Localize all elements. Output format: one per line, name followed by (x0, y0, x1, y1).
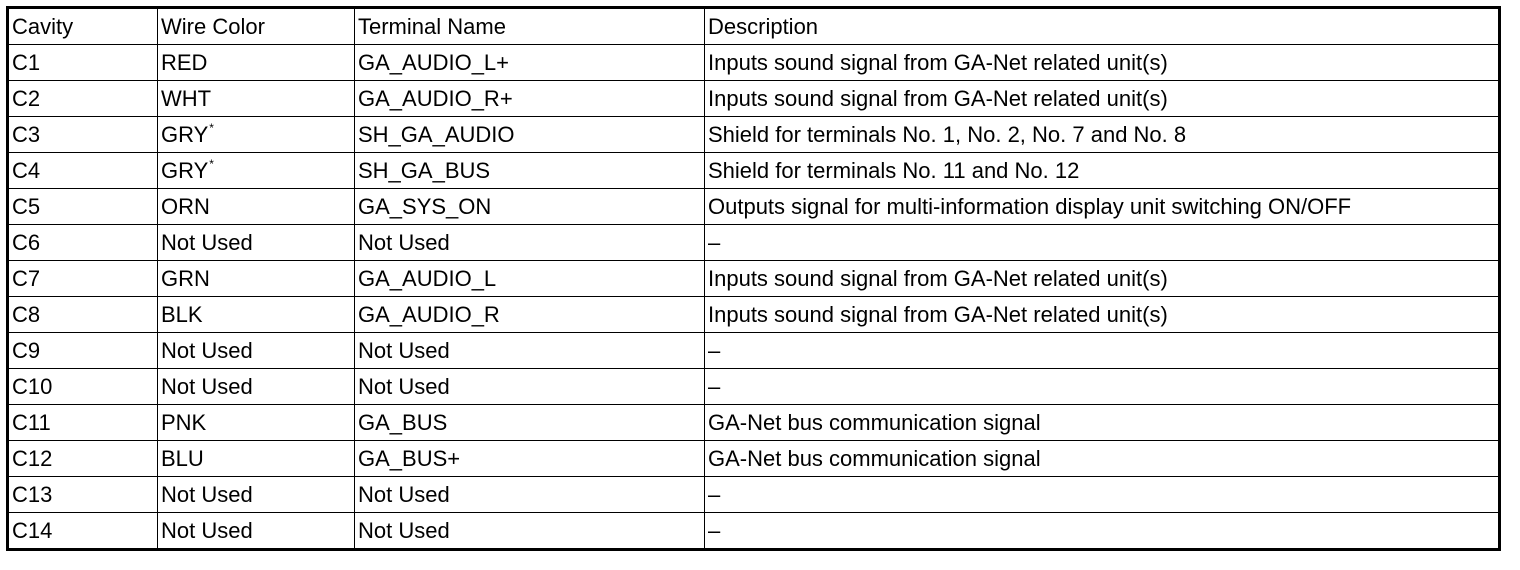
cell-terminal-name: Not Used (354, 368, 705, 405)
cell-description: – (704, 368, 1500, 405)
cell-description: Inputs sound signal from GA-Net related … (704, 260, 1500, 297)
cell-wire-color: Not Used (157, 332, 355, 369)
cell-cavity: C14 (7, 512, 158, 550)
wire-color-text: Not Used (161, 373, 253, 399)
cell-description: GA-Net bus communication signal (704, 404, 1500, 441)
connector-pinout-table: Cavity Wire Color Terminal Name Descript… (6, 6, 1501, 551)
cell-description: Inputs sound signal from GA-Net related … (704, 44, 1500, 81)
header-terminal-name: Terminal Name (354, 7, 705, 45)
cell-cavity: C8 (7, 296, 158, 333)
cell-wire-color: Not Used (157, 368, 355, 405)
cell-terminal-name: Not Used (354, 512, 705, 550)
cell-wire-color: PNK (157, 404, 355, 441)
cell-cavity: C11 (7, 404, 158, 441)
cell-cavity: C7 (7, 260, 158, 297)
cell-terminal-name: GA_AUDIO_R (354, 296, 705, 333)
cell-description: Outputs signal for multi-information dis… (704, 188, 1500, 225)
cell-cavity: C12 (7, 440, 158, 477)
cell-wire-color: BLU (157, 440, 355, 477)
cell-terminal-name: SH_GA_BUS (354, 152, 705, 189)
cell-wire-color: Not Used (157, 512, 355, 550)
cell-wire-color: GRN (157, 260, 355, 297)
header-row: Cavity Wire Color Terminal Name Descript… (7, 7, 1500, 45)
wire-color-footnote-marker: * (209, 120, 214, 135)
connector-pinout-table-wrap: Cavity Wire Color Terminal Name Descript… (6, 6, 1501, 551)
cell-description: – (704, 512, 1500, 550)
cell-cavity: C5 (7, 188, 158, 225)
cell-cavity: C3 (7, 116, 158, 153)
cell-wire-color: GRY* (157, 116, 355, 153)
cell-cavity: C10 (7, 368, 158, 405)
wire-color-text: BLK (161, 301, 203, 327)
cell-description: Shield for terminals No. 11 and No. 12 (704, 152, 1500, 189)
wire-color-text: ORN (161, 193, 210, 219)
cell-terminal-name: GA_AUDIO_R+ (354, 80, 705, 117)
cell-wire-color: GRY* (157, 152, 355, 189)
cell-wire-color: RED (157, 44, 355, 81)
cell-cavity: C1 (7, 44, 158, 81)
cell-terminal-name: GA_BUS+ (354, 440, 705, 477)
header-wire-color: Wire Color (157, 7, 355, 45)
wire-color-text: Not Used (161, 517, 253, 543)
wire-color-text: Not Used (161, 229, 253, 255)
header-cavity: Cavity (7, 7, 158, 45)
wire-color-text: Not Used (161, 481, 253, 507)
cell-description: Inputs sound signal from GA-Net related … (704, 80, 1500, 117)
cell-description: GA-Net bus communication signal (704, 440, 1500, 477)
cell-description: – (704, 224, 1500, 261)
cell-wire-color: ORN (157, 188, 355, 225)
header-description: Description (704, 7, 1500, 45)
wire-color-footnote-marker: * (209, 156, 214, 171)
cell-description: – (704, 332, 1500, 369)
cell-terminal-name: GA_BUS (354, 404, 705, 441)
wire-color-text: GRN (161, 265, 210, 291)
wire-color-text: GRY (161, 157, 209, 183)
cell-cavity: C6 (7, 224, 158, 261)
cell-terminal-name: GA_AUDIO_L+ (354, 44, 705, 81)
cell-wire-color: Not Used (157, 476, 355, 513)
cell-description: Shield for terminals No. 1, No. 2, No. 7… (704, 116, 1500, 153)
cell-cavity: C9 (7, 332, 158, 369)
cell-wire-color: WHT (157, 80, 355, 117)
cell-terminal-name: Not Used (354, 332, 705, 369)
wire-color-text: BLU (161, 445, 204, 471)
wire-color-text: Not Used (161, 337, 253, 363)
cell-terminal-name: Not Used (354, 476, 705, 513)
wire-color-text: PNK (161, 409, 207, 435)
cell-terminal-name: Not Used (354, 224, 705, 261)
cell-cavity: C2 (7, 80, 158, 117)
table-header: Cavity Wire Color Terminal Name Descript… (7, 7, 1500, 45)
cell-description: – (704, 476, 1500, 513)
cell-wire-color: BLK (157, 296, 355, 333)
cell-cavity: C13 (7, 476, 158, 513)
cell-cavity: C4 (7, 152, 158, 189)
cell-terminal-name: GA_AUDIO_L (354, 260, 705, 297)
wire-color-text: WHT (161, 85, 212, 111)
cell-terminal-name: SH_GA_AUDIO (354, 116, 705, 153)
cell-description: Inputs sound signal from GA-Net related … (704, 296, 1500, 333)
wire-color-text: RED (161, 49, 208, 75)
cell-wire-color: Not Used (157, 224, 355, 261)
cell-terminal-name: GA_SYS_ON (354, 188, 705, 225)
wire-color-text: GRY (161, 121, 209, 147)
